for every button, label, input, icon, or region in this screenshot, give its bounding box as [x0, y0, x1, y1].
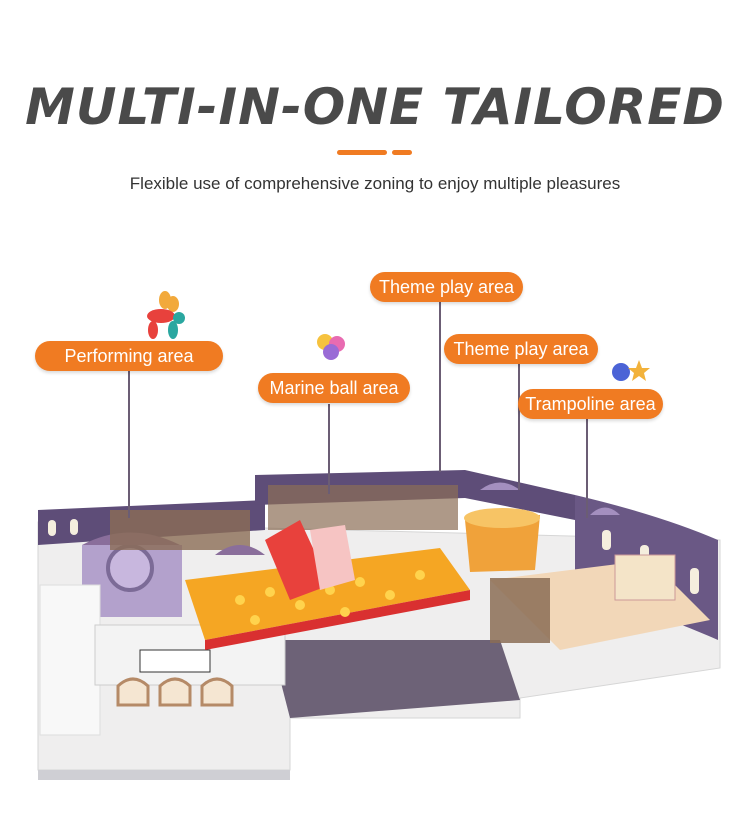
leader-performing — [128, 370, 130, 518]
entrance-ramp — [270, 640, 520, 718]
page-title: MULTI-IN-ONE TAILORED — [25, 78, 725, 136]
zone-label-marine-ball: Marine ball area — [258, 373, 410, 403]
title-underline-left — [337, 150, 387, 155]
balloon-star-icon — [612, 360, 650, 381]
page-subtitle: Flexible use of comprehensive zoning to … — [129, 174, 621, 193]
title-underline-right — [392, 150, 412, 155]
leader-theme-2 — [518, 364, 520, 490]
slide — [265, 520, 330, 600]
leader-theme-1 — [439, 302, 441, 472]
leader-trampoline — [586, 418, 588, 518]
zone-label-performing: Performing area — [35, 341, 223, 371]
theme-cup — [465, 515, 540, 572]
leader-marine — [328, 404, 330, 494]
balloons-icon — [317, 334, 345, 360]
zone-label-theme-play-1: Theme play area — [370, 272, 523, 302]
zone-label-trampoline: Trampoline area — [518, 389, 663, 419]
zone-label-theme-play-2: Theme play area — [444, 334, 598, 364]
balloon-dog-icon — [147, 291, 185, 339]
